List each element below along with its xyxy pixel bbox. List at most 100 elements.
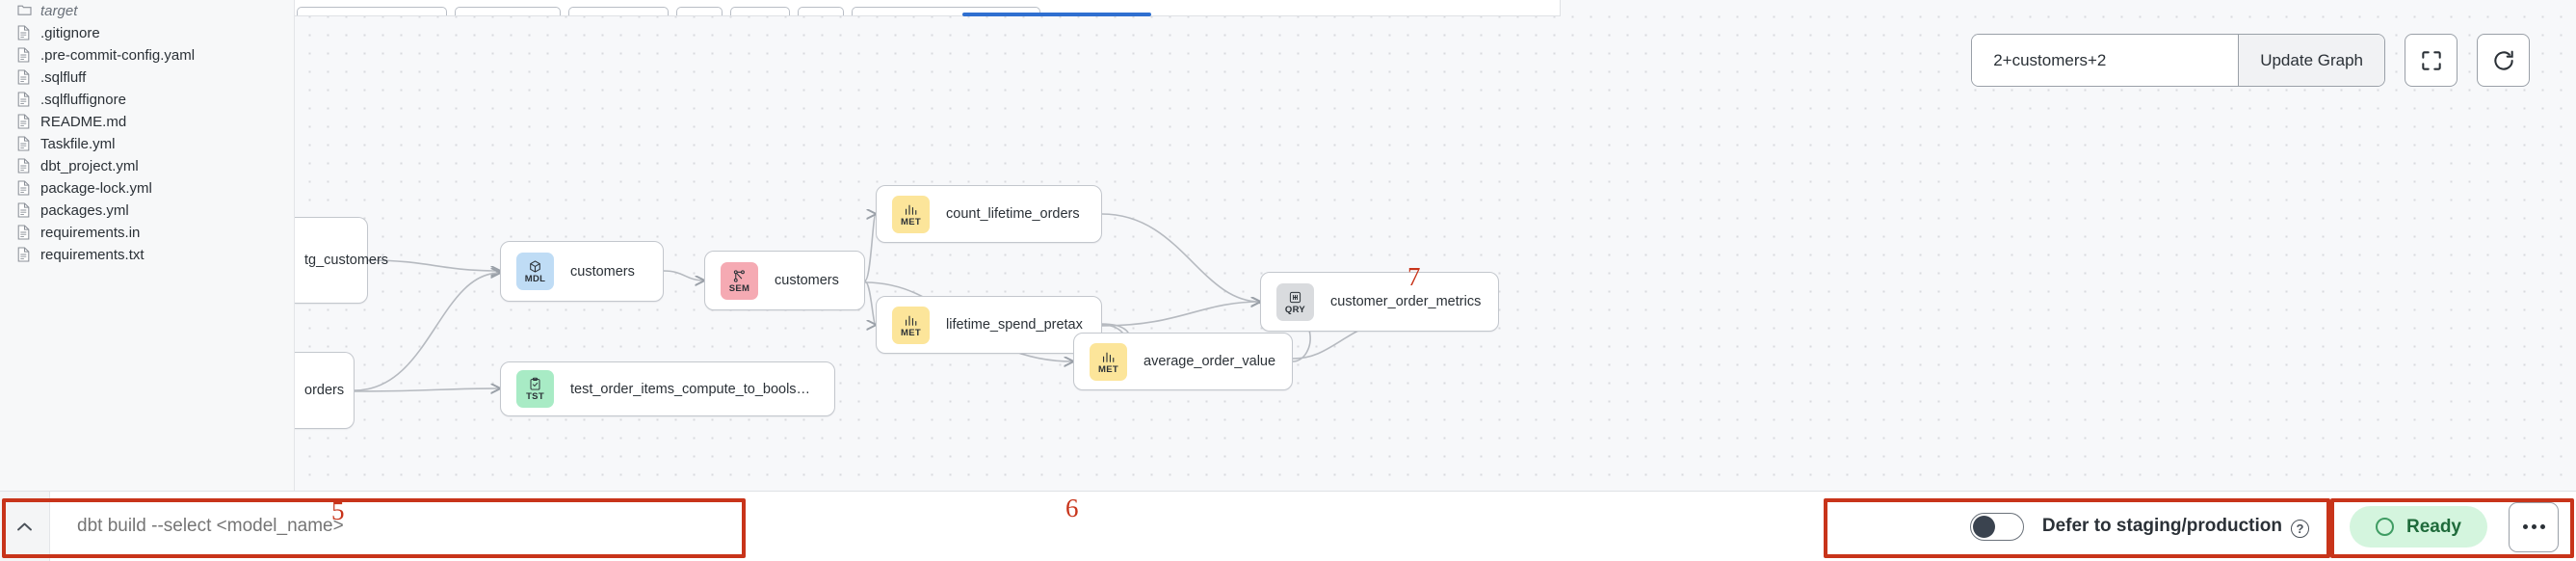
editor-tab-strip[interactable] [295, 0, 1560, 16]
qry-type-icon [1288, 289, 1302, 306]
graph-node[interactable]: TST test_order_items_compute_to_bools… [500, 361, 835, 416]
editor-tab[interactable] [798, 7, 844, 15]
node-label: customer_order_metrics [1330, 294, 1482, 309]
met-type-icon [1101, 349, 1116, 365]
file-icon [17, 25, 32, 41]
file-icon [17, 114, 32, 130]
file-name: requirements.in [40, 225, 141, 241]
file-row[interactable]: .sqlfluffignore [0, 89, 294, 111]
file-list: target .gitignore .pre-commit-config.yaml.… [0, 0, 294, 266]
node-type-label: MET [901, 216, 921, 227]
file-name: .pre-commit-config.yaml [40, 47, 196, 64]
file-icon [17, 47, 32, 64]
defer-toggle-label-wrap: Defer to staging/production? [2042, 516, 2309, 538]
file-row[interactable]: .pre-commit-config.yaml [0, 44, 294, 67]
bottom-command-bar: Defer to staging/production? Ready [0, 491, 2576, 561]
graph-node[interactable]: MET average_order_value [1073, 333, 1293, 390]
file-icon [17, 92, 32, 108]
toggle-knob [1972, 516, 1995, 538]
file-name: dbt_project.yml [40, 158, 139, 174]
graph-node[interactable]: MET lifetime_spend_pretax [876, 296, 1102, 354]
graph-selector-input[interactable] [1972, 35, 2239, 86]
defer-toggle-group: Defer to staging/production? [1969, 513, 2325, 541]
update-graph-button[interactable]: Update Graph [2238, 35, 2384, 86]
editor-tab[interactable] [730, 7, 790, 15]
graph-query-group: Update Graph [1971, 34, 2385, 87]
node-label: test_order_items_compute_to_bools… [570, 381, 811, 397]
mdl-type-icon [528, 258, 542, 275]
node-type-label: MET [1098, 363, 1118, 375]
defer-toggle-label: Defer to staging/production [2041, 516, 2282, 536]
file-icon [17, 247, 32, 263]
met-type-icon [904, 201, 918, 218]
file-name: requirements.txt [40, 247, 145, 263]
file-row[interactable]: .gitignore [0, 22, 294, 44]
defer-to-staging-toggle[interactable] [1969, 513, 2024, 541]
node-label: count_lifetime_orders [946, 206, 1080, 222]
tst-type-icon [528, 376, 542, 392]
file-name: .sqlfluff [40, 69, 87, 86]
editor-tab-active[interactable] [852, 7, 1040, 15]
file-icon [17, 136, 32, 152]
status-badge-label: Ready [2405, 516, 2461, 537]
graph-node[interactable]: MDL customers [500, 241, 664, 302]
folder-icon [17, 3, 32, 19]
file-row[interactable]: requirements.txt [0, 244, 294, 266]
graph-node[interactable]: SEM customers [704, 251, 865, 310]
node-label: average_order_value [1143, 354, 1276, 369]
node-label: tg_customers [304, 253, 389, 268]
file-icon [17, 69, 32, 86]
file-name: README.md [40, 114, 127, 130]
node-type-badge-met: MET [892, 195, 930, 233]
node-label: customers [570, 263, 635, 280]
node-type-label: MDL [524, 274, 546, 284]
file-name: target [40, 3, 78, 19]
node-type-badge-met: MET [892, 306, 930, 344]
active-tab-indicator [962, 13, 1151, 16]
file-row[interactable]: package-lock.yml [0, 177, 294, 200]
file-row[interactable]: .sqlfluff [0, 67, 294, 89]
fit-view-icon[interactable] [2405, 34, 2458, 87]
file-name: Taskfile.yml [40, 136, 116, 152]
chevron-up-icon[interactable] [0, 492, 50, 561]
node-label: lifetime_spend_pretax [946, 317, 1083, 333]
node-type-badge-met: MET [1090, 342, 1127, 381]
node-type-label: QRY [1284, 304, 1306, 315]
node-type-label: TST [526, 391, 544, 402]
editor-tab[interactable] [676, 7, 723, 15]
file-explorer-sidebar[interactable]: target .gitignore .pre-commit-config.yaml.… [0, 0, 295, 491]
file-row[interactable]: dbt_project.yml [0, 155, 294, 177]
bottom-bar-right-group: Defer to staging/production? Ready [1969, 492, 2559, 561]
node-label: orders [304, 383, 345, 398]
status-circle-icon [2375, 518, 2394, 536]
file-icon [17, 202, 32, 219]
file-icon [17, 158, 32, 174]
sem-type-icon [732, 268, 747, 284]
refresh-icon[interactable] [2477, 34, 2530, 87]
node-type-badge-tst: TST [516, 370, 554, 408]
file-row[interactable]: requirements.in [0, 222, 294, 244]
file-row[interactable]: README.md [0, 111, 294, 133]
graph-node[interactable]: MET count_lifetime_orders [876, 185, 1102, 243]
status-badge[interactable]: Ready [2349, 506, 2487, 548]
file-icon [17, 180, 32, 197]
file-row[interactable]: Taskfile.yml [0, 133, 294, 155]
met-type-icon [904, 312, 918, 329]
node-label: customers [775, 273, 839, 288]
dbt-command-input[interactable] [50, 516, 590, 537]
graph-toolbar: Update Graph [1971, 34, 2530, 87]
more-horizontal-icon[interactable] [2509, 501, 2559, 552]
help-circle-icon[interactable]: ? [2290, 520, 2309, 538]
file-row[interactable]: target [0, 0, 294, 22]
file-row[interactable]: packages.yml [0, 200, 294, 222]
node-type-badge-sem: SEM [721, 261, 758, 300]
graph-node[interactable]: tg_customers [295, 217, 388, 304]
editor-tab[interactable] [455, 7, 561, 15]
graph-node[interactable]: orders [295, 352, 355, 429]
editor-tab[interactable] [568, 7, 669, 15]
editor-tab[interactable] [297, 7, 447, 15]
graph-node[interactable]: QRY customer_order_metrics [1260, 272, 1499, 332]
node-type-label: MET [901, 327, 921, 338]
